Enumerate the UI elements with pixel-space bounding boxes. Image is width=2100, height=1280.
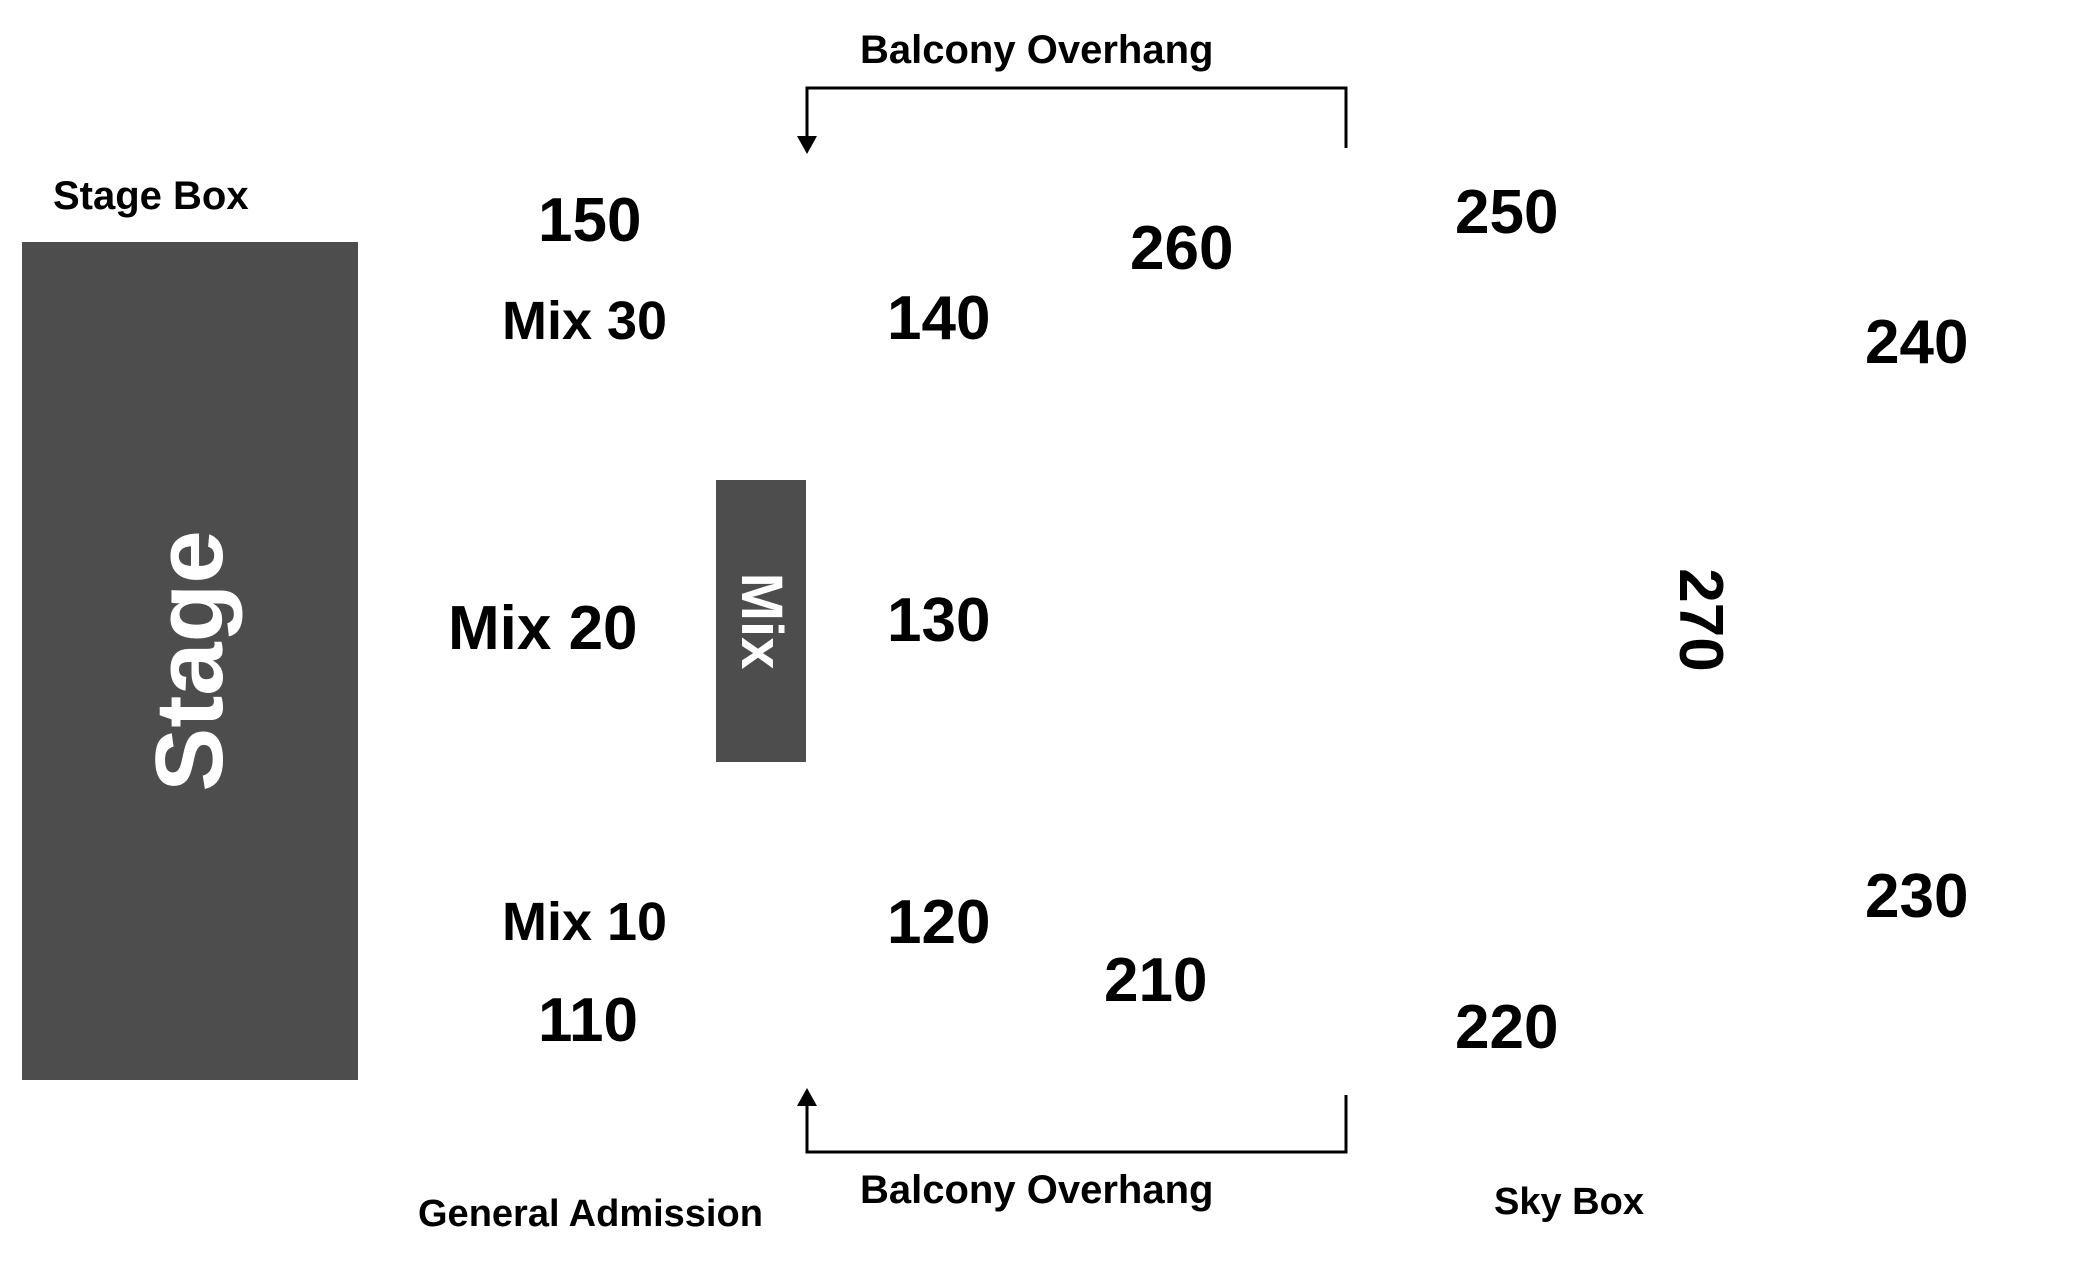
stage-block[interactable]: Stage: [22, 242, 358, 1080]
section-mix-30[interactable]: Mix 30: [502, 291, 668, 351]
section-230[interactable]: 230: [1865, 862, 1969, 931]
section-140[interactable]: 140: [887, 284, 991, 353]
balcony-top-arrowhead: [797, 136, 817, 154]
mix-booth[interactable]: Mix: [716, 480, 806, 762]
section-240[interactable]: 240: [1865, 308, 1969, 377]
section-220[interactable]: 220: [1455, 993, 1559, 1062]
section-mix-20[interactable]: Mix 20: [448, 594, 638, 663]
section-210[interactable]: 210: [1104, 946, 1208, 1015]
balcony-bottom-bracket: [805, 1095, 1348, 1154]
balcony-bottom-arrowhead: [797, 1088, 817, 1106]
balcony-overhang-top-label: Balcony Overhang: [860, 28, 1214, 72]
section-260[interactable]: 260: [1130, 214, 1234, 283]
section-120[interactable]: 120: [887, 888, 991, 957]
sky-box-label: Sky Box: [1494, 1181, 1644, 1223]
section-mix-10[interactable]: Mix 10: [502, 892, 668, 952]
general-admission-label: General Admission: [418, 1193, 763, 1235]
section-130[interactable]: 130: [887, 586, 991, 655]
section-110[interactable]: 110: [538, 986, 639, 1055]
balcony-top-bracket: [805, 86, 1348, 148]
section-150[interactable]: 150: [538, 186, 642, 255]
balcony-overhang-bottom-label: Balcony Overhang: [860, 1168, 1214, 1212]
stage-box-label: Stage Box: [53, 174, 249, 218]
section-250[interactable]: 250: [1455, 178, 1559, 247]
